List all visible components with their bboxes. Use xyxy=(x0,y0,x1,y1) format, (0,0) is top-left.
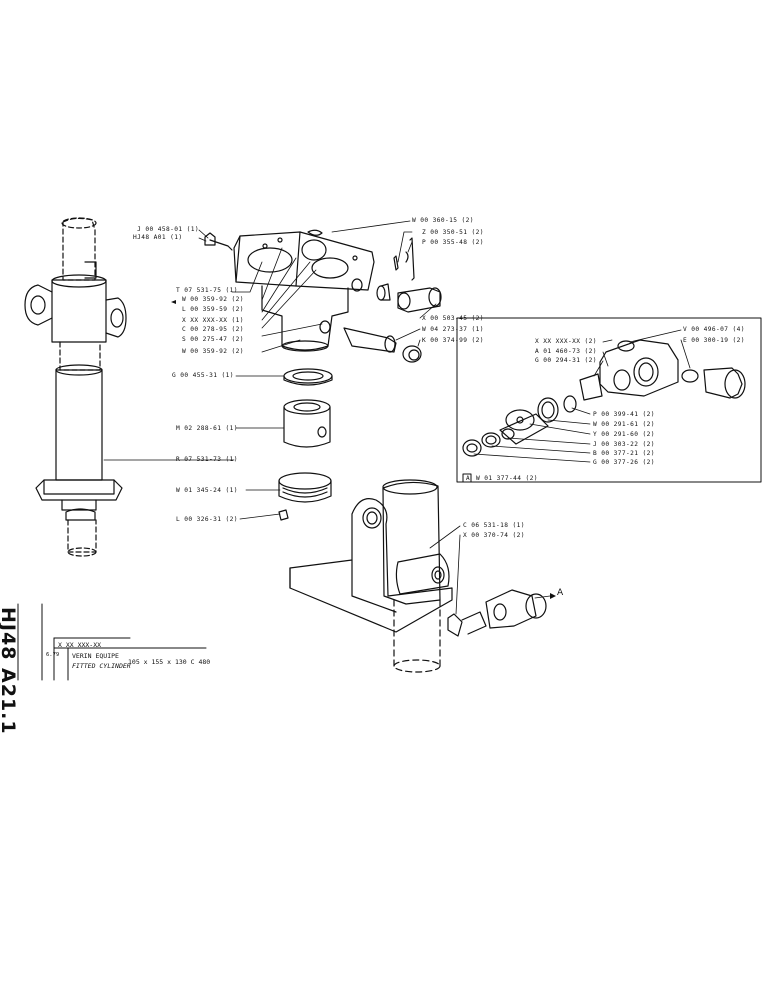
label-arrow-a: A xyxy=(557,588,564,598)
label-l00359: L 00 359-59 (2) xyxy=(182,306,244,313)
label-s00275: S 00 275-47 (2) xyxy=(182,336,244,343)
label-j00458: J 00 458-01 (1) xyxy=(137,226,199,233)
label-k00374: K 00 374-99 (2) xyxy=(422,337,484,344)
label-w00360: W 00 360-15 (2) xyxy=(412,217,474,224)
label-w01345: W 01 345-24 (1) xyxy=(176,487,238,494)
cylinder-assembly xyxy=(24,217,127,557)
label-w00291: W 00 291-61 (2) xyxy=(593,421,655,428)
label-r07531: R 07 531-73 (1) xyxy=(176,456,238,463)
title-fr: VERIN EQUIPE xyxy=(72,652,119,660)
mounting-bracket xyxy=(289,479,547,673)
label-t07531: T 07 531-75 (1) xyxy=(176,287,238,294)
label-p00399: P 00 399-41 (2) xyxy=(593,411,655,418)
title-date: 6.79 xyxy=(46,652,60,658)
label-x00503: X 00 503-45 (2) xyxy=(422,315,484,322)
cylinder-head xyxy=(204,231,375,352)
label-e00300: E 00 300-19 (2) xyxy=(683,337,745,344)
label-g00294: G 00 294-31 (2) xyxy=(535,357,597,364)
label-w04273: W 04 273-37 (1) xyxy=(422,326,484,333)
label-g00455: G 00 455-31 (1) xyxy=(172,372,234,379)
head-pins xyxy=(307,229,442,363)
label-m02288: M 02 288-61 (1) xyxy=(176,425,238,432)
title-en: FITTED CYLINDER xyxy=(72,662,131,670)
screw-l00326 xyxy=(278,509,289,521)
label-hj48: HJ48 A01 (1) xyxy=(133,234,183,241)
wiper-w01345 xyxy=(278,472,332,503)
label-w00359b: W 00 359-92 (2) xyxy=(182,348,244,355)
label-a01460: A 01 460-73 (2) xyxy=(535,348,597,355)
title-block-frame xyxy=(17,603,207,681)
detail-box-ref: W 01 377-44 (2) xyxy=(476,475,538,482)
label-v00496: V 00 496-07 (4) xyxy=(683,326,745,333)
label-c00278: C 00 278-95 (2) xyxy=(182,326,244,333)
title-dimensions: 105 x 155 x 130 C 480 xyxy=(128,658,211,666)
label-w00359a: W 00 359-92 (2) xyxy=(182,296,244,303)
bearing-m02288 xyxy=(283,399,331,448)
label-xxx: X XX XXX-XX (1) xyxy=(182,317,244,324)
title-ref: X XX XXX-XX xyxy=(58,641,102,649)
label-p00355: P 00 355-48 (2) xyxy=(422,239,484,246)
label-xxx2: X XX XXX-XX (2) xyxy=(535,338,597,345)
label-z00350: Z 00 350-51 (2) xyxy=(422,229,484,236)
label-l00326: L 00 326-31 (2) xyxy=(176,516,238,523)
arrow-marks xyxy=(171,300,556,599)
label-y00291: Y 00 291-60 (2) xyxy=(593,431,655,438)
label-x00370: X 00 370-74 (2) xyxy=(463,532,525,539)
label-b00377: B 00 377-21 (2) xyxy=(593,450,655,457)
detail-box-a xyxy=(456,317,762,483)
label-j00303: J 00 303-22 (2) xyxy=(593,441,655,448)
leader-lines xyxy=(103,220,691,615)
detail-box-letter: A xyxy=(465,475,470,482)
seal-g00455 xyxy=(283,368,333,386)
label-c06531: C 06 531-18 (1) xyxy=(463,522,525,529)
label-g00377: G 00 377-26 (2) xyxy=(593,459,655,466)
drawing-code-text: HJ48 A21.1 xyxy=(0,607,19,735)
